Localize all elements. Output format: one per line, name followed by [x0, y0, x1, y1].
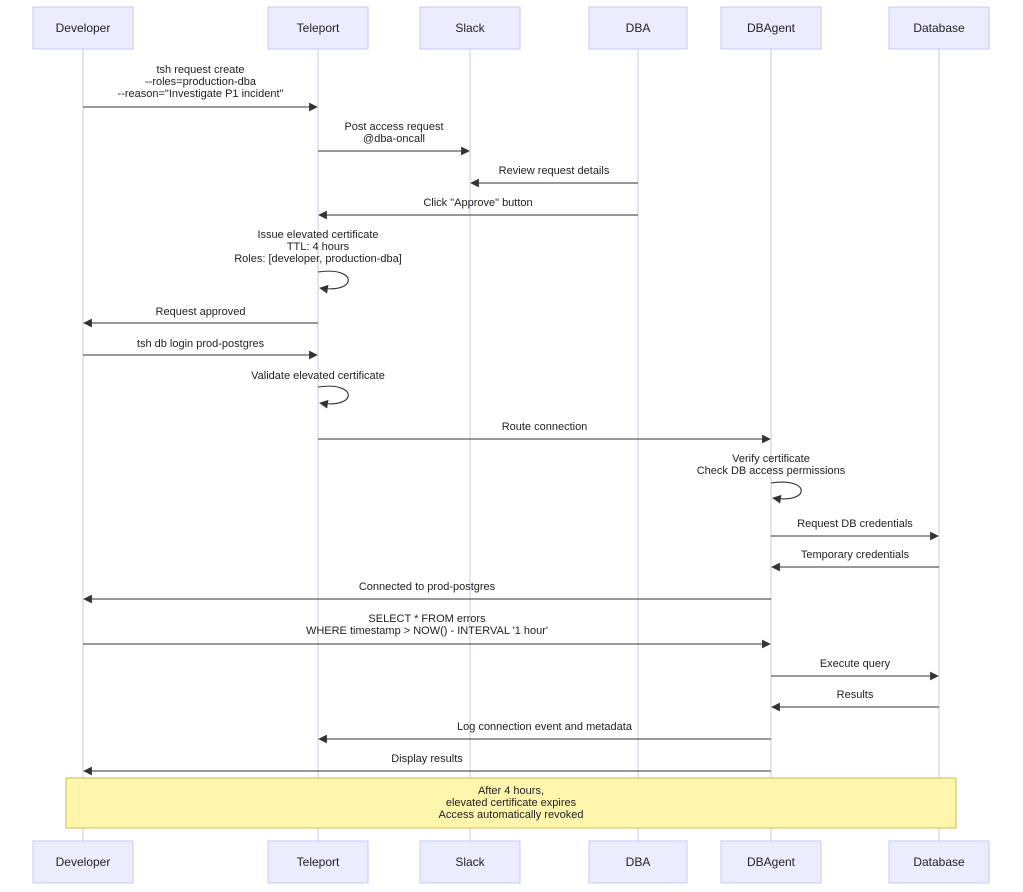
message-11: Request DB credentials: [771, 518, 939, 541]
message-18: Display results: [83, 753, 771, 776]
participant-label: DBAgent: [747, 855, 796, 869]
message-label: @dba-oncall: [363, 133, 425, 145]
participant-dba-top: DBA: [588, 6, 688, 50]
participant-agent-top: DBAgent: [720, 6, 822, 50]
message-6: Request approved: [83, 306, 318, 328]
note-box: [65, 777, 957, 829]
message-label: Route connection: [502, 421, 588, 433]
message-17: Log connection event and metadata: [318, 721, 771, 744]
message-8: Validate elevated certificate: [251, 370, 385, 409]
note-text: After 4 hours,: [478, 785, 544, 797]
message-label: WHERE timestamp > NOW() - INTERVAL '1 ho…: [306, 625, 548, 637]
participant-box: [720, 6, 822, 50]
message-4: Click "Approve" button: [318, 197, 638, 220]
message-label: Roles: [developer, production-dba]: [234, 253, 402, 265]
participant-box: [720, 840, 822, 884]
participant-box: [32, 6, 134, 50]
participant-dev-bottom: Developer: [32, 840, 134, 884]
message-label: TTL: 4 hours: [287, 241, 350, 253]
message-1: tsh request create--roles=production-dba…: [83, 64, 318, 112]
message-9: Route connection: [318, 421, 771, 444]
participant-label: Teleport: [297, 21, 340, 35]
participant-slack-top: Slack: [419, 6, 521, 50]
message-label: Temporary credentials: [801, 549, 910, 561]
message-label: Verify certificate: [732, 453, 810, 465]
note-text: elevated certificate expires: [446, 797, 577, 809]
participant-box: [888, 840, 990, 884]
participant-agent-bottom: DBAgent: [720, 840, 822, 884]
participant-slack-bottom: Slack: [419, 840, 521, 884]
participant-dba-bottom: DBA: [588, 840, 688, 884]
participant-label: DBA: [626, 855, 651, 869]
participant-label: DBAgent: [747, 21, 796, 35]
message-label: Connected to prod-postgres: [359, 581, 496, 593]
message-label: Request approved: [156, 306, 246, 318]
message-label: tsh db login prod-postgres: [137, 338, 265, 350]
message-label: Check DB access permissions: [697, 465, 846, 477]
message-label: Execute query: [820, 658, 891, 670]
message-label: --reason="Investigate P1 incident": [118, 88, 284, 100]
message-label: Validate elevated certificate: [251, 370, 385, 382]
self-message-arrow: [770, 481, 802, 504]
participant-dev-top: Developer: [32, 6, 134, 50]
message-label: Click "Approve" button: [423, 197, 532, 209]
participant-tp-bottom: Teleport: [267, 840, 369, 884]
message-13: Connected to prod-postgres: [83, 581, 771, 604]
message-label: tsh request create: [156, 64, 244, 76]
message-12: Temporary credentials: [771, 549, 939, 572]
message-15: Execute query: [771, 658, 939, 681]
message-label: Display results: [391, 753, 463, 765]
participant-box: [588, 6, 688, 50]
message-label: Post access request: [344, 121, 443, 133]
participant-box: [888, 6, 990, 50]
message-3: Review request details: [470, 165, 638, 188]
participant-label: Database: [913, 21, 965, 35]
self-message-arrow: [317, 270, 349, 294]
participant-box: [419, 6, 521, 50]
message-label: --roles=production-dba: [145, 76, 257, 88]
participant-box: [588, 840, 688, 884]
note: After 4 hours,elevated certificate expir…: [65, 777, 957, 829]
participant-db-top: Database: [888, 6, 990, 50]
message-label: Results: [837, 689, 874, 701]
participant-box: [32, 840, 134, 884]
participant-label: Teleport: [297, 855, 340, 869]
participant-tp-top: Teleport: [267, 6, 369, 50]
message-label: Log connection event and metadata: [457, 721, 633, 733]
participant-box: [419, 840, 521, 884]
participant-label: Slack: [455, 855, 485, 869]
participant-label: Slack: [455, 21, 485, 35]
participant-db-bottom: Database: [888, 840, 990, 884]
participant-box: [267, 6, 369, 50]
participant-label: Database: [913, 855, 965, 869]
participant-label: DBA: [626, 21, 651, 35]
self-message-arrow: [317, 385, 349, 409]
message-16: Results: [771, 689, 939, 712]
participant-label: Developer: [56, 21, 111, 35]
note-text: Access automatically revoked: [439, 809, 584, 821]
message-label: SELECT * FROM errors: [368, 613, 486, 625]
message-label: Review request details: [499, 165, 610, 177]
message-7: tsh db login prod-postgres: [83, 338, 318, 360]
message-2: Post access request@dba-oncall: [318, 121, 470, 156]
message-label: Request DB credentials: [797, 518, 913, 530]
message-label: Issue elevated certificate: [257, 229, 378, 241]
participant-label: Developer: [56, 855, 111, 869]
participant-box: [267, 840, 369, 884]
